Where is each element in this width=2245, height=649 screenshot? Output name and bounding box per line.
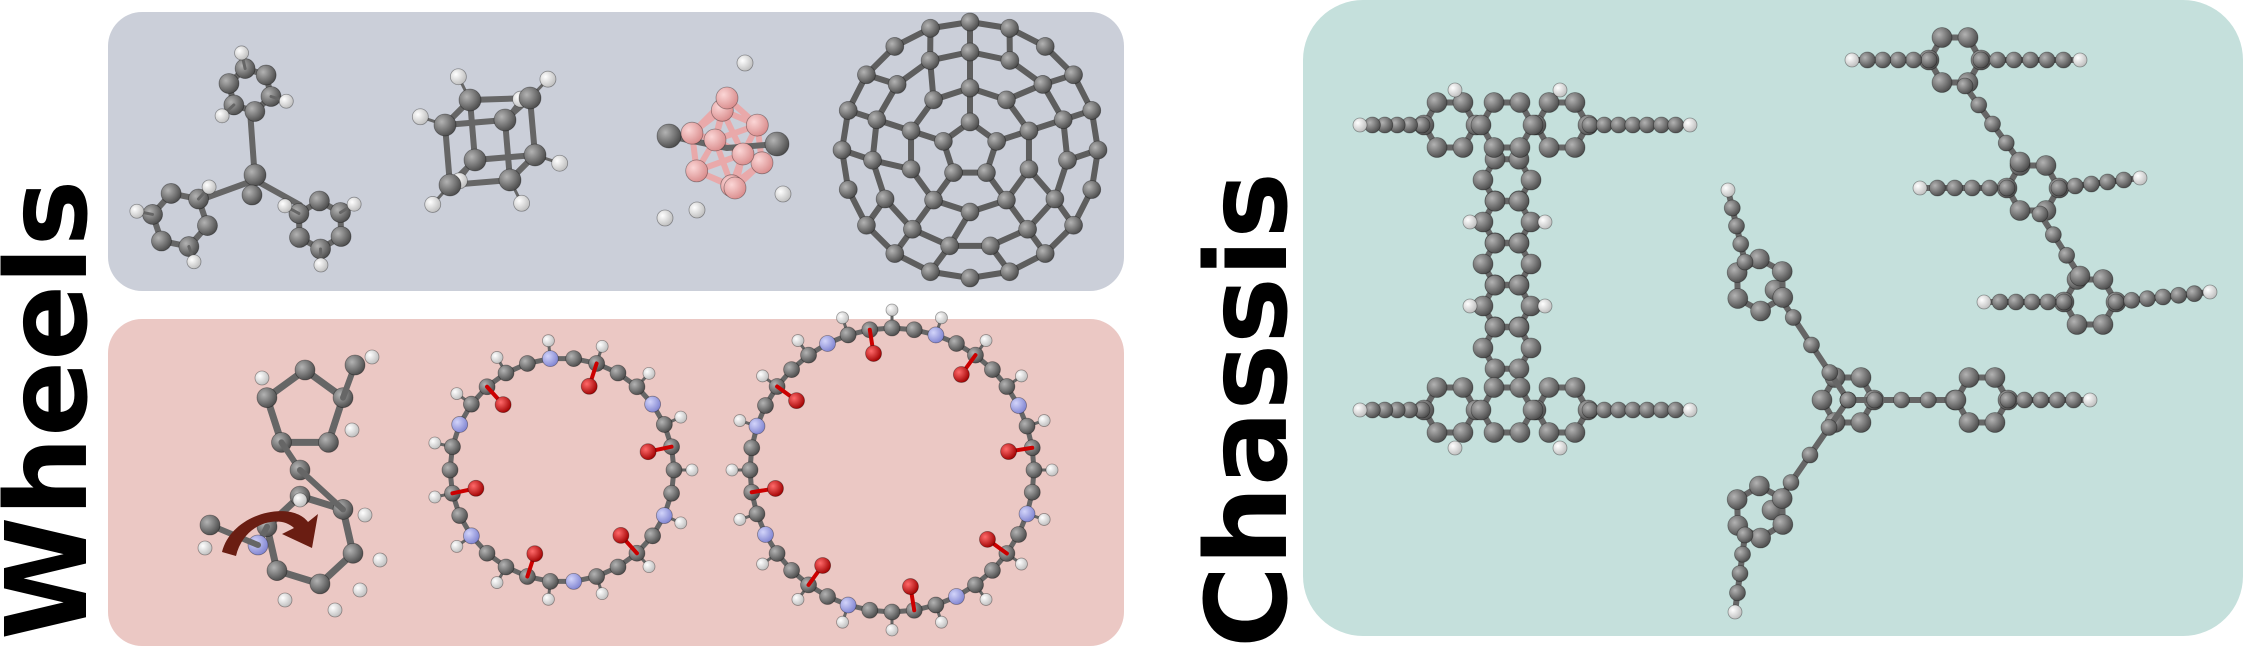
triptycene-molecule [129,45,362,273]
cyclic-peptide-large-molecule [725,303,1059,637]
chassis-h-molecule [1352,82,1698,456]
cubane-molecule [411,68,569,213]
rotation-arrow-icon [222,511,318,556]
cyclic-peptide-small-molecule [428,334,699,606]
fullerene-molecule [832,12,1108,288]
chassis-tripod-molecule [1720,27,2218,620]
carborane-molecule [656,54,792,227]
rotor-molecule [197,349,388,618]
